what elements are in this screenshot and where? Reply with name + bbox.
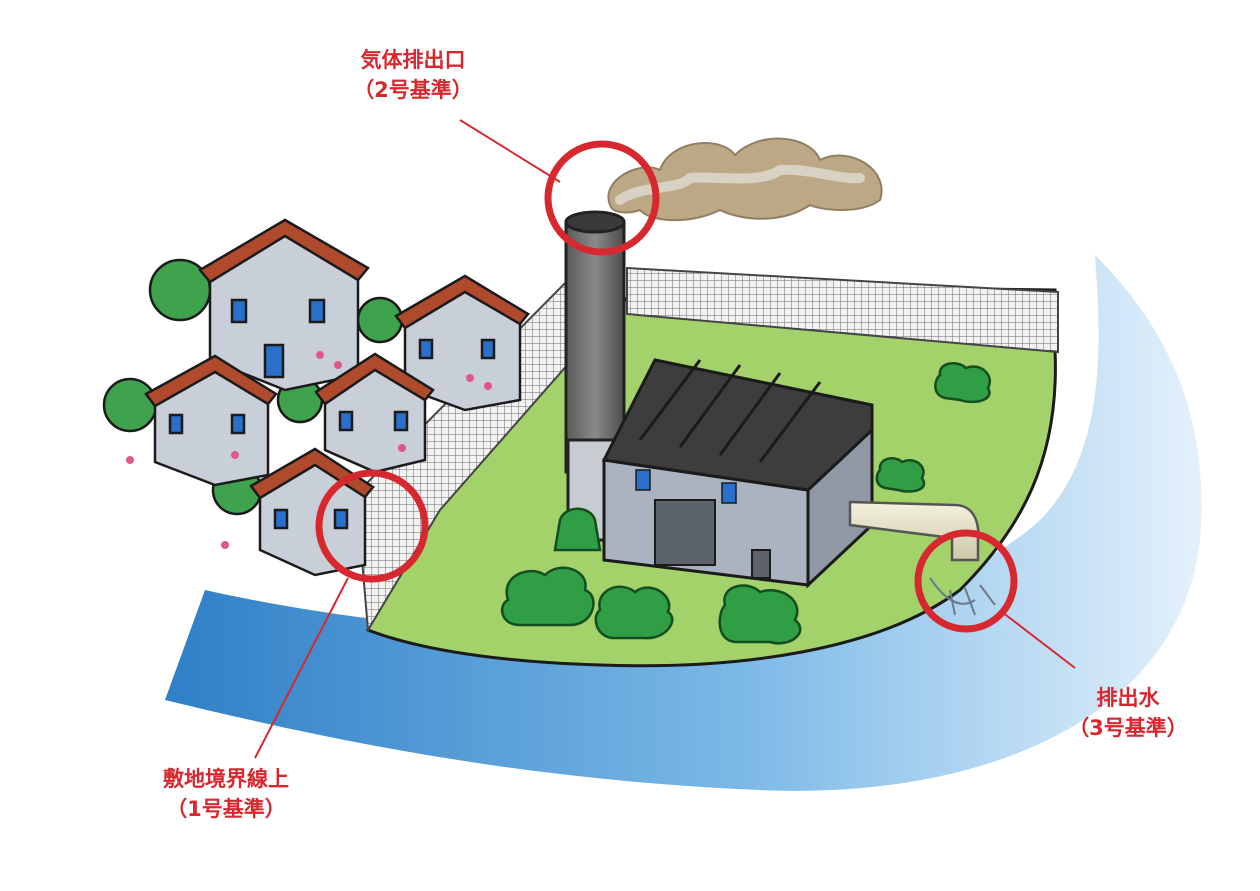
factory: [601, 358, 874, 589]
house: [394, 274, 530, 412]
site-boundary-label: 敷地境界線上 （1号基準）: [106, 764, 346, 824]
houses: [102, 218, 530, 577]
leader-lines: [254, 119, 1076, 759]
site-boundary-standard: （1号基準）: [166, 797, 286, 821]
water-outlet-standard: （3号基準）: [1068, 716, 1188, 740]
site-boundary-title: 敷地境界線上: [163, 767, 289, 791]
smoke-cloud: [607, 137, 883, 222]
drain-pipe: [848, 500, 996, 616]
water-outlet-title: 排出水: [1096, 686, 1160, 710]
house: [198, 218, 370, 392]
gas-outlet-label: 気体排出口 （2号基準）: [293, 45, 533, 105]
river: [165, 255, 1202, 791]
water-outlet-label: 排出水 （3号基準）: [1008, 683, 1248, 743]
water-outlet-circle: [914, 529, 1018, 633]
gas-outlet-standard: （2号基準）: [353, 78, 473, 102]
gas-outlet-circle: [544, 140, 660, 256]
gas-outlet-title: 気体排出口: [360, 48, 466, 72]
back-fence: [626, 266, 1059, 354]
site-boundary-circle: [315, 469, 429, 583]
highlight-circles: [315, 140, 1018, 633]
house: [144, 354, 278, 487]
house: [314, 352, 435, 474]
bushes: [500, 362, 991, 645]
house: [249, 447, 375, 577]
